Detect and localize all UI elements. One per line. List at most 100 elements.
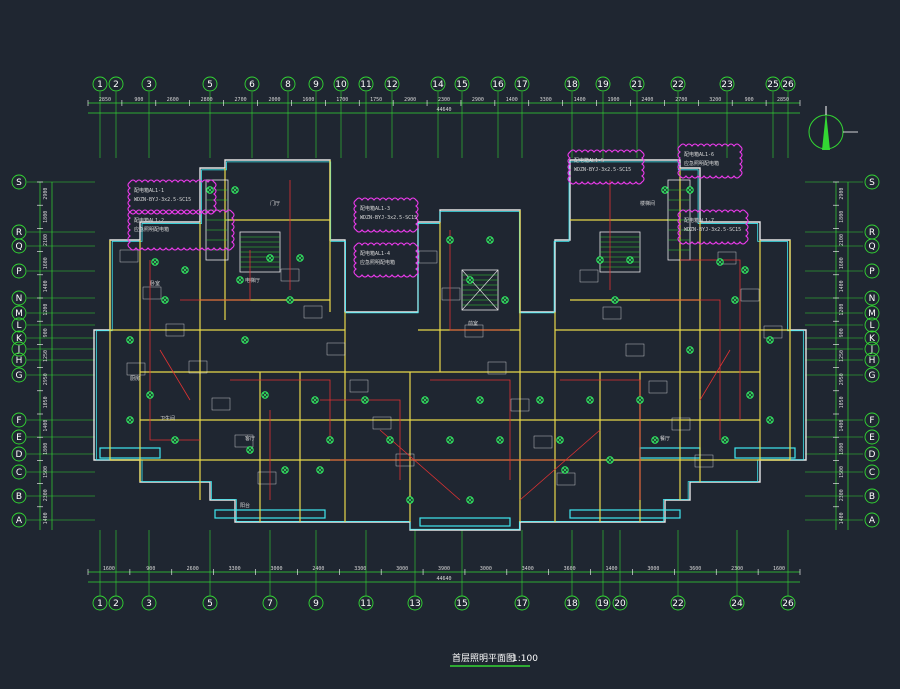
light-fixture-icon <box>246 446 254 454</box>
axis-bubble <box>141 595 157 611</box>
right-dimension-chain: 2900180021001600140012009001250295010501… <box>833 181 849 530</box>
callout-line2: 应急照明配电箱 <box>684 160 719 167</box>
axis-label: N <box>16 294 23 304</box>
axis-label: 8 <box>285 80 291 90</box>
circuit-wire <box>650 299 721 440</box>
furniture <box>349 379 369 393</box>
light-fixture-icon <box>261 391 269 399</box>
furniture <box>119 249 139 263</box>
dimension-value: 1200 <box>43 304 49 316</box>
room-label: 阳台 <box>240 502 250 509</box>
axis-label: B <box>869 492 875 502</box>
fixture-cross <box>562 467 568 473</box>
axis-bubble <box>719 76 735 92</box>
callout-line1: 配电箱AL1-3 <box>360 205 390 212</box>
revision-cloud <box>353 197 419 233</box>
callout-line1: 配电箱AL1-6 <box>684 151 714 158</box>
axis-bubble <box>864 367 880 383</box>
dimension-value: 2900 <box>472 97 484 103</box>
circuit-wire <box>519 429 601 501</box>
dimension-value: 1750 <box>370 97 382 103</box>
axis-bubble <box>202 595 218 611</box>
furniture <box>602 306 622 320</box>
lighting-wiring <box>149 180 741 501</box>
axis-label: 3 <box>146 80 152 90</box>
dimension-value: 1400 <box>43 420 49 432</box>
axis-label: 12 <box>386 80 397 90</box>
axis-label: S <box>869 178 875 188</box>
revision-cloud <box>677 209 749 245</box>
light-fixture-icon <box>466 496 474 504</box>
axis-label: 2 <box>113 80 119 90</box>
light-fixture-icon <box>281 466 289 474</box>
dimension-value: 2900 <box>43 188 49 200</box>
axis-label: 13 <box>409 599 420 609</box>
axis-label: R <box>16 228 22 238</box>
axis-bubble <box>11 330 27 346</box>
dimension-value: 2300 <box>438 97 450 103</box>
light-fixture-icon <box>501 296 509 304</box>
light-fixture-icon <box>286 296 294 304</box>
callout-line2: WDZN-BYJ-3x2.5-SC15 <box>360 215 417 221</box>
fixture-cross <box>612 297 618 303</box>
furniture <box>126 362 146 376</box>
axis-bubble <box>864 464 880 480</box>
light-fixture-icon <box>486 236 494 244</box>
dimension-value: 3600 <box>564 566 576 572</box>
dimension-value: 2850 <box>99 97 111 103</box>
axis-bubble <box>11 464 27 480</box>
fixture-cross <box>162 297 168 303</box>
axis-bubble <box>11 512 27 528</box>
axis-label: 25 <box>767 80 778 90</box>
light-fixture-icon <box>181 266 189 274</box>
light-fixtures <box>126 186 774 504</box>
axis-bubble <box>864 290 880 306</box>
fixture-cross <box>732 297 738 303</box>
furniture <box>671 417 691 431</box>
axis-label: 7 <box>267 599 273 609</box>
axis-label: 1 <box>97 80 103 90</box>
axis-bubble <box>430 76 446 92</box>
dimension-value: 3300 <box>354 566 366 572</box>
fixture-cross <box>662 187 668 193</box>
north-arrow-icon <box>808 106 858 150</box>
light-fixture-icon <box>231 186 239 194</box>
fixture-cross <box>207 187 213 193</box>
revision-cloud <box>127 209 235 251</box>
fixture-cross <box>242 337 248 343</box>
core <box>205 179 229 261</box>
fixture-cross <box>232 187 238 193</box>
light-fixture-icon <box>536 396 544 404</box>
axis-bubble <box>864 330 880 346</box>
core <box>667 179 691 261</box>
grid-lines <box>27 92 863 596</box>
dimension-value: 3000 <box>480 566 492 572</box>
dimension-value: 3400 <box>522 566 534 572</box>
dimension-value: 900 <box>839 328 845 337</box>
axis-label: 17 <box>516 599 527 609</box>
furniture <box>234 434 254 448</box>
furniture <box>165 323 185 337</box>
drawing-title-block: 首层照明平面图 1:100 <box>450 652 538 667</box>
callout-line2: 应急照明配电箱 <box>134 226 169 233</box>
axis-label: 18 <box>566 599 578 609</box>
axis-label: P <box>16 267 22 277</box>
balcony <box>734 447 796 459</box>
axis-label: 26 <box>782 599 794 609</box>
axis-bubble <box>11 317 27 333</box>
axis-bubble <box>864 488 880 504</box>
circuit-wire <box>320 399 401 480</box>
light-fixture-icon <box>446 236 454 244</box>
axis-label: 16 <box>492 80 504 90</box>
axis-bubble <box>11 352 27 368</box>
axis-label: 14 <box>432 80 444 90</box>
light-fixture-icon <box>151 258 159 266</box>
balcony <box>639 447 701 459</box>
axis-bubble <box>202 76 218 92</box>
fixture-cross <box>497 437 503 443</box>
dimension-value: 2850 <box>777 97 789 103</box>
fixture-cross <box>537 397 543 403</box>
dimension-value: 2400 <box>641 97 653 103</box>
